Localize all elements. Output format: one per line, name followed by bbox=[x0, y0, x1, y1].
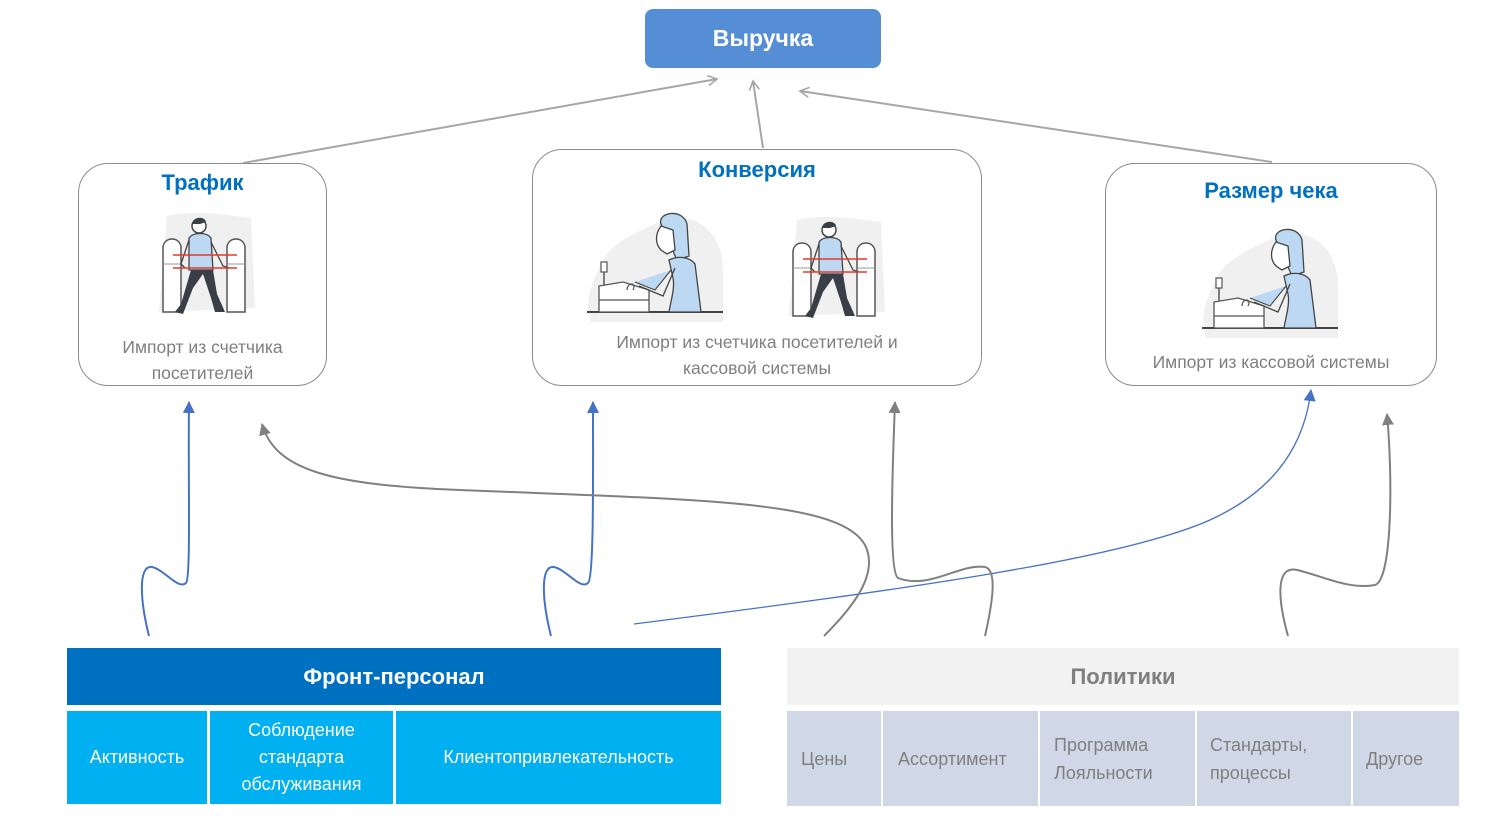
policy-item-label: Стандарты, процессы bbox=[1210, 734, 1308, 783]
metric-description: Импорт из счетчика посетителей bbox=[122, 337, 283, 383]
arrow-conversion-to-revenue bbox=[748, 79, 764, 149]
metric-title: Конверсия bbox=[698, 157, 816, 182]
metric-card-traffic: Трафик Импорт из счетчика посетителей bbox=[78, 163, 327, 386]
policy-item: Цены bbox=[787, 711, 881, 806]
arrow-front-to-check bbox=[633, 389, 1316, 625]
cashier-register-icon bbox=[587, 212, 723, 322]
front-staff-item-label: Активность bbox=[89, 747, 185, 767]
turnstile-visitor-counter-icon bbox=[789, 216, 885, 318]
front-staff-item: Клиентопривлекательность bbox=[396, 711, 721, 804]
revenue-label: Выручка bbox=[712, 25, 814, 51]
policy-item: Другое bbox=[1353, 711, 1459, 806]
arrow-policies-to-conversion bbox=[888, 401, 994, 637]
metric-description: Импорт из счетчика посетителей и кассово… bbox=[616, 332, 898, 378]
arrow-policies-to-check bbox=[1279, 413, 1394, 637]
metric-card-conversion: Конверсия Импорт из счетчика посетителей… bbox=[532, 149, 982, 386]
policies-header: Политики bbox=[787, 648, 1459, 705]
policy-item: Стандарты, процессы bbox=[1197, 711, 1351, 806]
policy-item-label: Цены bbox=[801, 748, 848, 769]
front-staff-item: Активность bbox=[67, 711, 207, 804]
arrow-front-to-conversion bbox=[542, 401, 600, 637]
metric-title: Трафик bbox=[161, 170, 244, 195]
metric-title: Размер чека bbox=[1204, 178, 1338, 203]
revenue-node: Выручка bbox=[645, 9, 881, 68]
turnstile-visitor-counter-icon bbox=[159, 212, 255, 314]
policy-item-label: Ассортимент bbox=[898, 748, 1007, 769]
policy-item-label: Другое bbox=[1366, 748, 1424, 769]
arrow-policies-to-traffic bbox=[259, 423, 871, 637]
metric-card-check-size: Размер чека Импорт из кассовой системы bbox=[1105, 163, 1437, 386]
policy-item: Программа Лояльности bbox=[1040, 711, 1195, 806]
front-staff-item-label: Клиентопривлекательность bbox=[443, 747, 674, 767]
policy-item: Ассортимент bbox=[883, 711, 1038, 806]
policy-item-label: Программа Лояльности bbox=[1054, 734, 1153, 783]
policies-title: Политики bbox=[1070, 663, 1176, 689]
front-staff-item-label: Соблюдение стандарта обслуживания bbox=[241, 720, 362, 794]
front-staff-item: Соблюдение стандарта обслуживания bbox=[210, 711, 393, 804]
front-staff-title: Фронт-персонал bbox=[303, 663, 485, 689]
metric-description: Импорт из кассовой системы bbox=[1152, 352, 1390, 372]
cashier-register-icon bbox=[1202, 228, 1338, 338]
front-staff-header: Фронт-персонал bbox=[67, 648, 721, 705]
arrow-front-to-traffic bbox=[140, 401, 195, 637]
